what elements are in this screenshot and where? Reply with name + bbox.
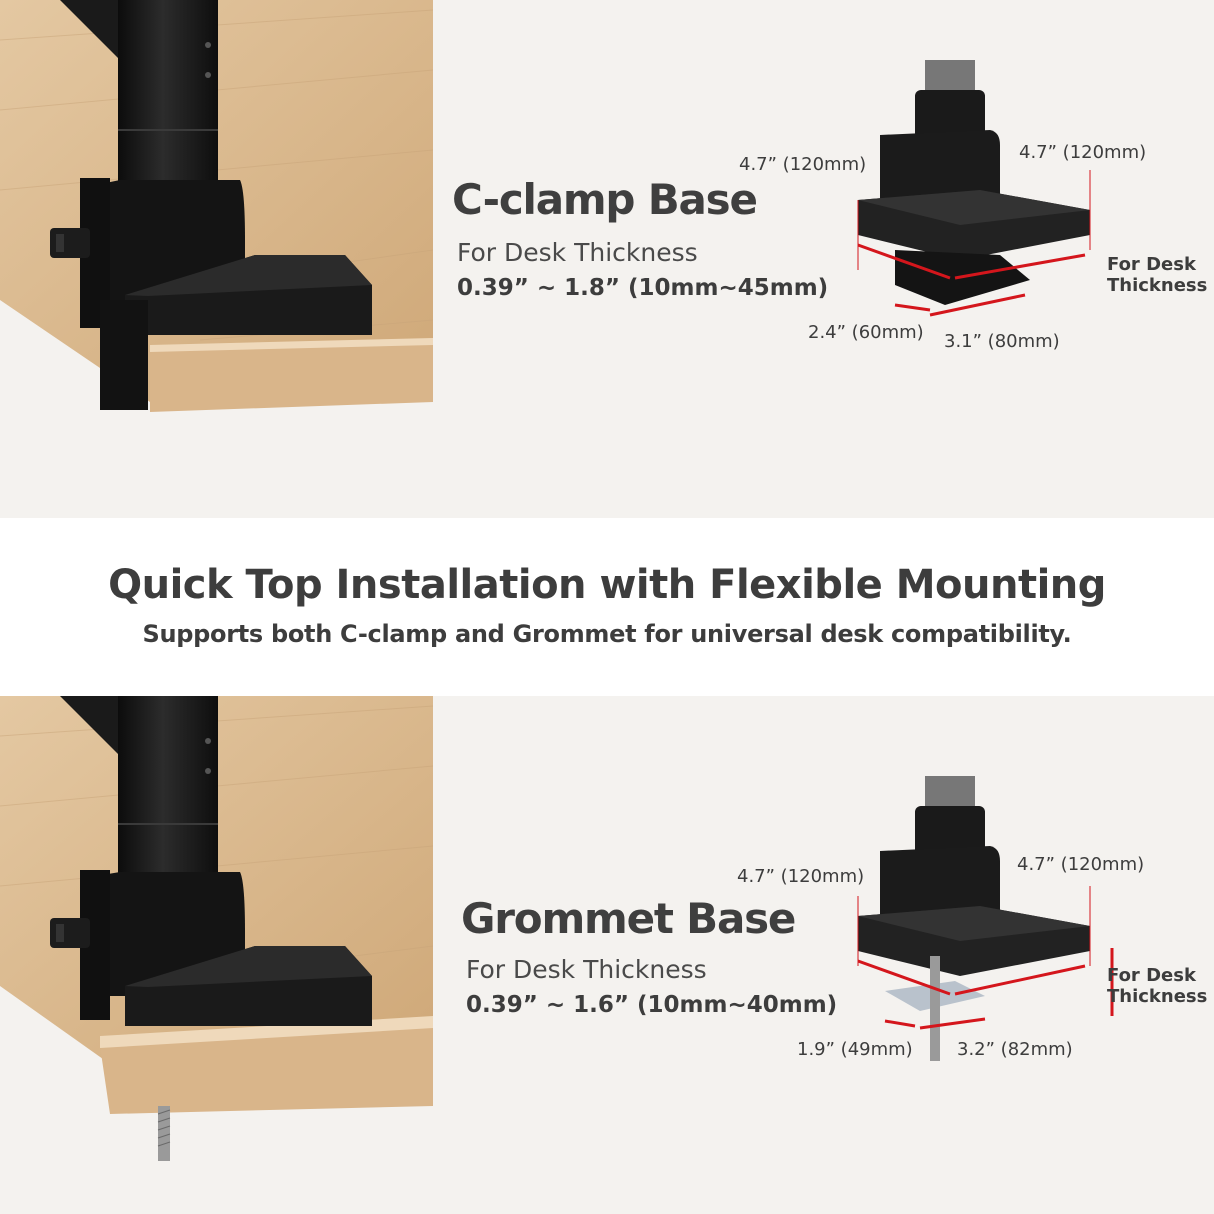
headline: Quick Top Installation with Flexible Mou… xyxy=(108,562,1106,608)
cclamp-dim-left: 4.7” (120mm) xyxy=(739,154,867,175)
cclamp-desk-thickness-line2: Thickness xyxy=(1107,275,1208,296)
grommet-dim-small: 1.9” (49mm) xyxy=(797,1039,913,1060)
grommet-range: 0.39” ~ 1.6” (10mm~40mm) xyxy=(466,992,838,1018)
grommet-diagram xyxy=(857,776,1114,1061)
cclamp-dim-small: 2.4” (60mm) xyxy=(808,322,924,343)
grommet-dim-depth: 3.2” (82mm) xyxy=(957,1039,1073,1060)
grommet-dim-right: 4.7” (120mm) xyxy=(1017,854,1145,875)
cclamp-photo xyxy=(0,0,433,518)
cclamp-title: C-clamp Base xyxy=(452,175,758,224)
cclamp-desk-label: For Desk Thickness xyxy=(457,238,698,267)
subheadline: Supports both C-clamp and Grommet for un… xyxy=(142,620,1072,648)
cclamp-desk-thickness-line1: For Desk xyxy=(1107,254,1196,275)
grommet-photo xyxy=(0,696,433,1214)
grommet-desk-label: For Desk Thickness xyxy=(466,955,707,984)
cclamp-dim-depth: 3.1” (80mm) xyxy=(944,331,1060,352)
grommet-title: Grommet Base xyxy=(461,894,796,943)
grommet-desk-thickness-line1: For Desk xyxy=(1107,965,1196,986)
cclamp-dim-right: 4.7” (120mm) xyxy=(1019,142,1147,163)
grommet-panel: Grommet Base For Desk Thickness 0.39” ~ … xyxy=(0,696,1214,1214)
grommet-desk-thickness-line2: Thickness xyxy=(1107,986,1208,1007)
cclamp-panel: C-clamp Base For Desk Thickness 0.39” ~ … xyxy=(0,0,1214,518)
cclamp-diagram xyxy=(857,60,1091,317)
grommet-dim-left: 4.7” (120mm) xyxy=(737,866,865,887)
cclamp-range: 0.39” ~ 1.8” (10mm~45mm) xyxy=(457,275,829,301)
